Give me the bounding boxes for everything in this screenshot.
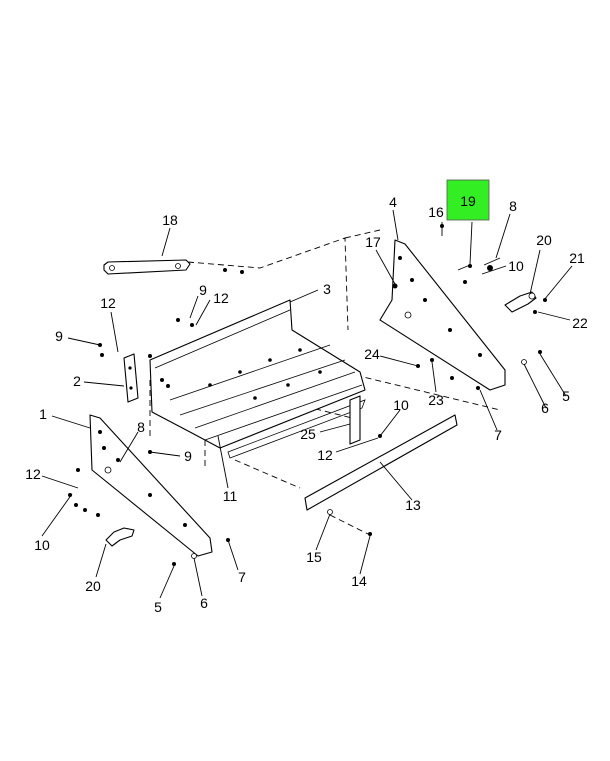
callout-15: 15: [306, 549, 322, 565]
callout-labels: 18 9 12 3 12 9 2 1 8 9 12 10 20 5 6 7 11…: [25, 194, 588, 615]
callout-16: 16: [428, 204, 444, 220]
callout-6: 6: [200, 595, 208, 611]
callout-4: 4: [389, 194, 397, 210]
callout-12: 12: [100, 295, 116, 311]
callout-6: 6: [541, 400, 549, 416]
callout-8: 8: [137, 419, 145, 435]
callout-5: 5: [154, 599, 162, 615]
callout-21: 21: [569, 250, 585, 266]
callout-9: 9: [184, 448, 192, 464]
callout-11: 11: [223, 488, 238, 504]
callout-10: 10: [393, 397, 409, 413]
callout-19-label: 19: [460, 193, 476, 209]
callout-25: 25: [300, 426, 316, 442]
callout-5: 5: [562, 388, 570, 404]
callout-12: 12: [213, 290, 229, 306]
callout-1: 1: [39, 406, 47, 422]
callout-9: 9: [199, 282, 207, 298]
callout-20: 20: [85, 578, 101, 594]
callout-12: 12: [317, 447, 333, 463]
callout-20: 20: [536, 232, 552, 248]
part-1-left-side-plate: [89, 414, 213, 557]
callout-12: 12: [25, 466, 41, 482]
part-18-bracket: [103, 259, 191, 275]
callout-2: 2: [73, 373, 81, 389]
callout-3: 3: [323, 281, 331, 297]
callout-leader-lines: [41, 209, 573, 599]
part-4-right-side-plate: [379, 239, 506, 391]
callout-8: 8: [509, 198, 517, 214]
callout-10: 10: [508, 258, 524, 274]
callout-10: 10: [34, 537, 50, 553]
highlighted-callout-19[interactable]: 19: [446, 179, 490, 221]
part-3-main-tray: [149, 299, 366, 459]
part-20-clip-right: [504, 291, 537, 313]
callout-7: 7: [494, 427, 502, 443]
part-25-bracket: [349, 395, 361, 445]
callout-23: 23: [428, 392, 444, 408]
callout-9: 9: [55, 328, 63, 344]
callout-22: 22: [572, 315, 588, 331]
callout-13: 13: [405, 497, 421, 513]
callout-14: 14: [351, 573, 367, 589]
callout-18: 18: [162, 212, 178, 228]
callout-24: 24: [364, 346, 380, 362]
part-2-angle-bracket: [123, 353, 139, 403]
callout-17: 17: [365, 234, 381, 250]
callout-7: 7: [238, 569, 246, 585]
part-20-clip-left: [105, 527, 135, 547]
